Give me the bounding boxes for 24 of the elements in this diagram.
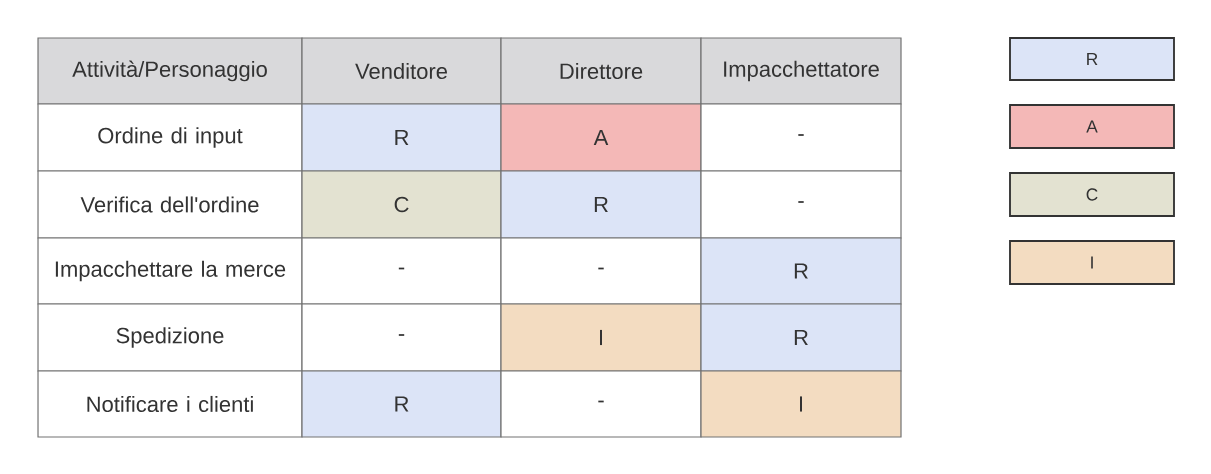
table-cell: R — [700, 303, 902, 372]
table-cell: - — [500, 237, 702, 305]
table-cell: - — [301, 237, 502, 305]
header-cell: Attività/Personaggio — [37, 37, 303, 105]
table-cell: I — [500, 303, 702, 372]
table-cell: I — [700, 370, 902, 438]
table-cell: - — [500, 370, 702, 438]
table-cell: - — [301, 303, 502, 372]
table-cell: C — [301, 170, 502, 239]
table-cell: R — [700, 237, 902, 305]
table-cell: R — [500, 170, 702, 239]
header-cell: Impacchettatore — [700, 37, 902, 105]
table-cell: - — [700, 103, 902, 172]
table-cell: Impacchettare la merce — [37, 237, 303, 305]
table-cell: Spedizione — [37, 303, 303, 372]
table-cell: Ordine di input — [37, 103, 303, 172]
table-cell: Verifica dell'ordine — [37, 170, 303, 239]
header-cell: Venditore — [301, 37, 502, 105]
table-cell: - — [700, 170, 902, 239]
table-cell: R — [301, 103, 502, 172]
table-cell: Notificare i clienti — [37, 370, 303, 438]
table-cell: R — [301, 370, 502, 438]
table-cell: A — [500, 103, 702, 172]
header-cell: Direttore — [500, 37, 702, 105]
